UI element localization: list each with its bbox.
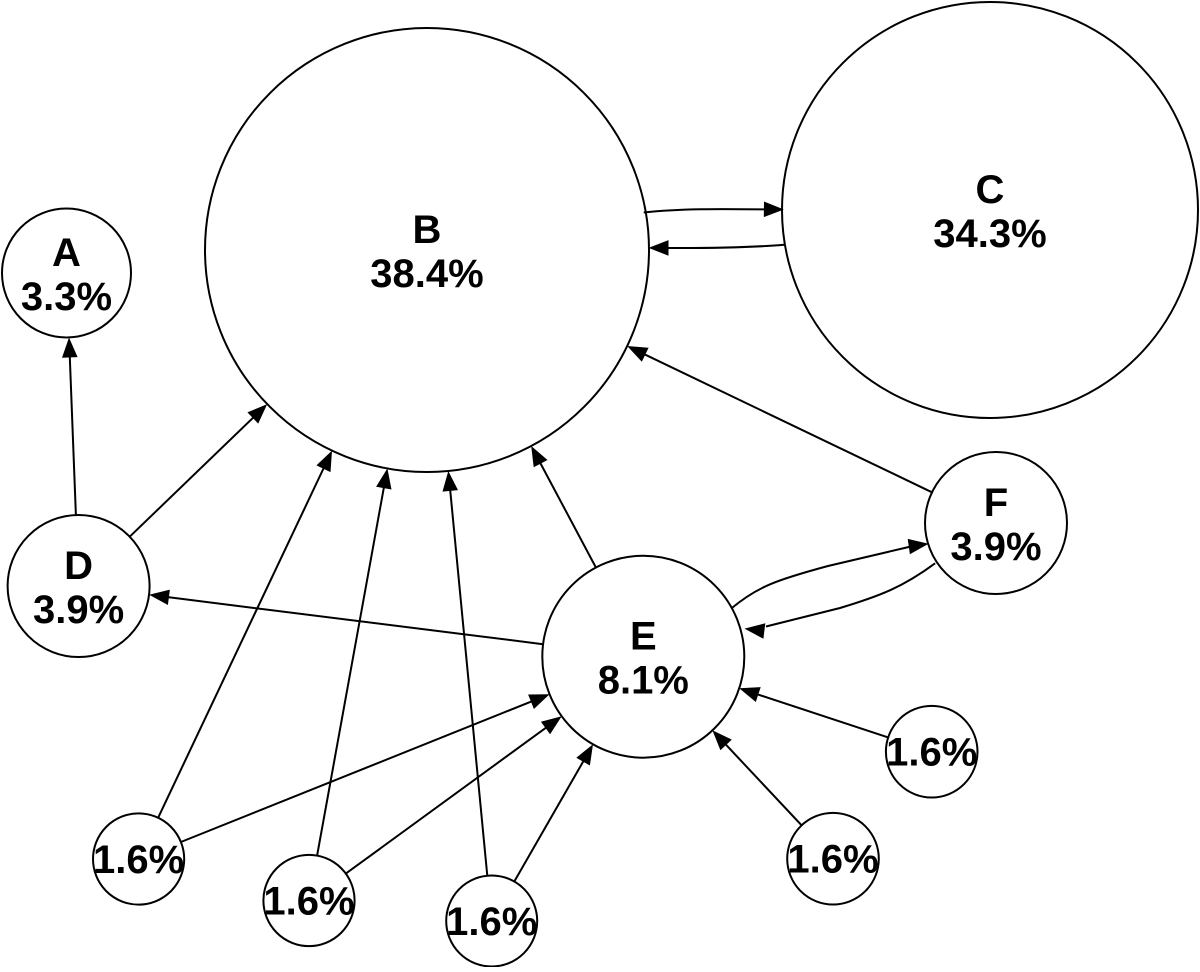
- svg-text:B: B: [413, 208, 442, 252]
- svg-text:3.9%: 3.9%: [950, 525, 1041, 569]
- svg-text:A: A: [52, 231, 81, 275]
- svg-text:C: C: [976, 168, 1005, 212]
- svg-text:38.4%: 38.4%: [370, 252, 483, 296]
- svg-text:D: D: [64, 544, 93, 588]
- svg-text:1.6%: 1.6%: [787, 838, 878, 882]
- svg-text:1.6%: 1.6%: [263, 880, 354, 924]
- svg-text:34.3%: 34.3%: [933, 212, 1046, 256]
- svg-text:E: E: [630, 615, 657, 659]
- svg-text:3.3%: 3.3%: [21, 275, 112, 319]
- svg-text:8.1%: 8.1%: [598, 659, 689, 703]
- svg-text:1.6%: 1.6%: [93, 838, 184, 882]
- svg-text:F: F: [984, 481, 1008, 525]
- svg-text:3.9%: 3.9%: [33, 588, 124, 632]
- svg-text:1.6%: 1.6%: [446, 900, 537, 944]
- svg-text:1.6%: 1.6%: [886, 731, 977, 775]
